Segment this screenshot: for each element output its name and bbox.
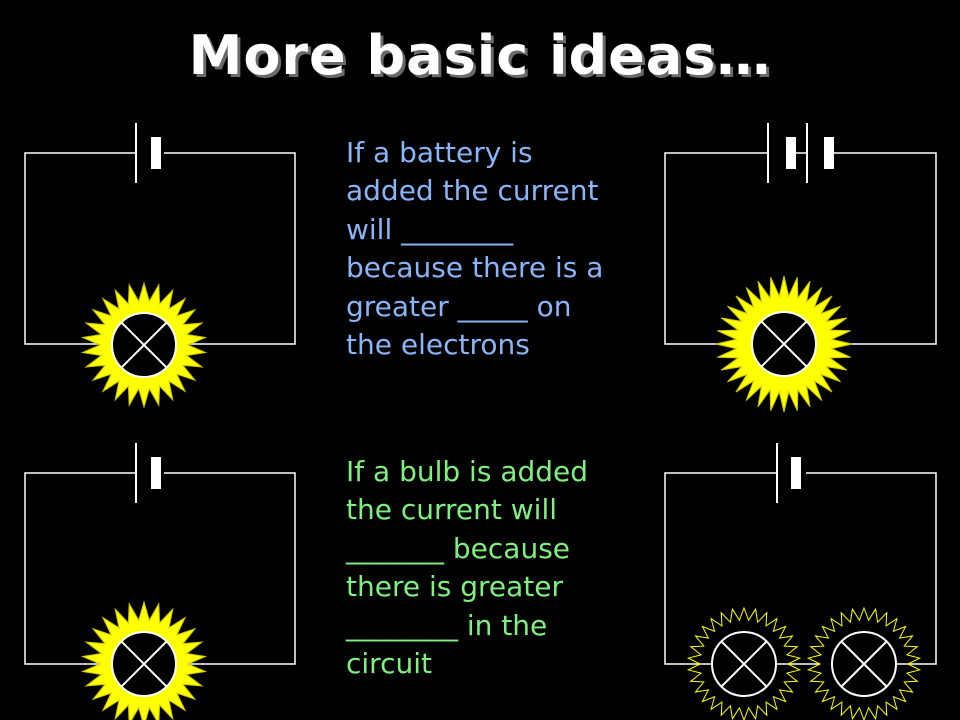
bulb-symbol xyxy=(711,631,777,697)
circuit-one-cell-one-bulb xyxy=(0,115,320,415)
battery-cell-symbol xyxy=(135,123,161,183)
circuit-two-cells-one-bulb xyxy=(640,115,960,415)
slide-title: More basic ideas… xyxy=(188,24,772,87)
circuit-wires xyxy=(24,152,296,345)
glow-starburst xyxy=(686,606,802,720)
battery-cell-symbol xyxy=(767,123,796,183)
bulb-glow xyxy=(806,606,922,720)
bulb-symbol xyxy=(831,631,897,697)
bulb-question-text: If a bulb is added the current will ____… xyxy=(346,455,589,681)
battery-question-text: If a battery is added the current will _… xyxy=(346,136,604,362)
battery-cell-symbol xyxy=(806,123,834,183)
bulb-glow xyxy=(686,606,802,720)
bulb-symbol xyxy=(111,312,177,378)
battery-cell-symbol xyxy=(135,443,161,503)
bulb-symbol xyxy=(751,311,817,377)
circuit-one-cell-one-bulb-reference xyxy=(0,435,320,720)
glow-starburst xyxy=(806,606,922,720)
bulb-symbol xyxy=(111,631,177,697)
circuit-wires xyxy=(664,472,937,665)
battery-cell-symbol xyxy=(776,443,801,503)
circuit-one-cell-two-bulbs xyxy=(640,435,960,720)
circuit-wires xyxy=(664,152,937,345)
circuit-wires xyxy=(24,472,296,665)
